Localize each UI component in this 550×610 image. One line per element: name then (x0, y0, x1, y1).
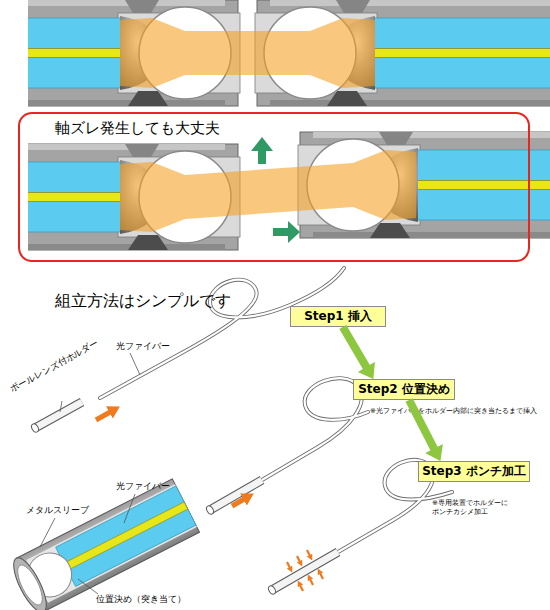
fiber-step3 (267, 585, 277, 596)
section-heading: 組立方法はシンプルです (55, 291, 231, 311)
note: ※光ファイバーをホルダー内部に突き当たるまで挿入 (370, 407, 537, 416)
fiber-step2 (205, 505, 215, 516)
fiber-step2 (210, 480, 262, 510)
sleeve-cross-section (7, 554, 52, 610)
sleeve-cross-section (13, 562, 47, 608)
step-box: Step1 挿入 (290, 306, 386, 327)
step-label: Step3 ポンチ加工 (422, 464, 526, 479)
fiber-step1 (100, 268, 344, 398)
step-label: Step1 挿入 (304, 309, 372, 324)
fiber-step3 (307, 550, 310, 556)
offset-arrow (251, 137, 300, 243)
callout-frame: 軸ズレ発生しても大丈夫 (18, 112, 530, 262)
fiber-step3 (297, 556, 300, 562)
part-name: ボールレンズ付ホルダー (9, 337, 101, 395)
connector-aligned (0, 0, 550, 106)
fiber-step2 (205, 378, 368, 515)
step-label: Step2 位置決め (358, 382, 450, 397)
part-name: 光ファイバー (116, 481, 170, 492)
sleeve-cross-section (56, 486, 196, 586)
fiber-step3 (287, 550, 323, 591)
fiber-step1 (100, 268, 344, 398)
fiber-step3 (287, 562, 290, 568)
fiber-step3 (320, 573, 323, 579)
fiber-step3 (272, 552, 338, 590)
leader-line (40, 518, 55, 547)
step-arrow (343, 327, 369, 370)
fiber-step1 (35, 402, 82, 428)
fiber-step3 (300, 585, 303, 591)
fiber-step3 (310, 579, 313, 585)
note: ※専用装置でホルダーに ポンチカシメ加工 (432, 499, 514, 517)
step-box: Step2 位置決め (353, 379, 455, 400)
leader-line (78, 579, 98, 594)
leader-line (60, 401, 62, 412)
fiber-step2 (210, 480, 262, 510)
part-name: 光ファイバー (116, 341, 170, 352)
offset-arrow (251, 137, 273, 164)
step-box: Step3 ポンチ加工 (418, 461, 530, 482)
step-arrow (409, 400, 436, 452)
fiber-step3 (272, 552, 338, 590)
fiber-step1 (35, 402, 82, 428)
connector-aligned (120, 18, 375, 88)
leader-line (130, 353, 140, 375)
leader-line (40, 353, 140, 594)
fiber-step2 (232, 498, 246, 506)
part-name: メタルスリーブ (26, 505, 89, 516)
offset-arrow (273, 221, 300, 243)
callout-heading: 軸ズレ発生しても大丈夫 (55, 119, 528, 138)
fiber-step1 (96, 411, 112, 420)
sleeve-cross-section (16, 479, 199, 610)
leader-line (124, 494, 135, 523)
connector-misaligned (0, 132, 550, 250)
sleeve-cross-section (7, 479, 199, 610)
connector-misaligned (120, 150, 416, 232)
fiber-step1 (30, 423, 40, 434)
part-name: 位置決め（突き当て） (96, 594, 186, 605)
